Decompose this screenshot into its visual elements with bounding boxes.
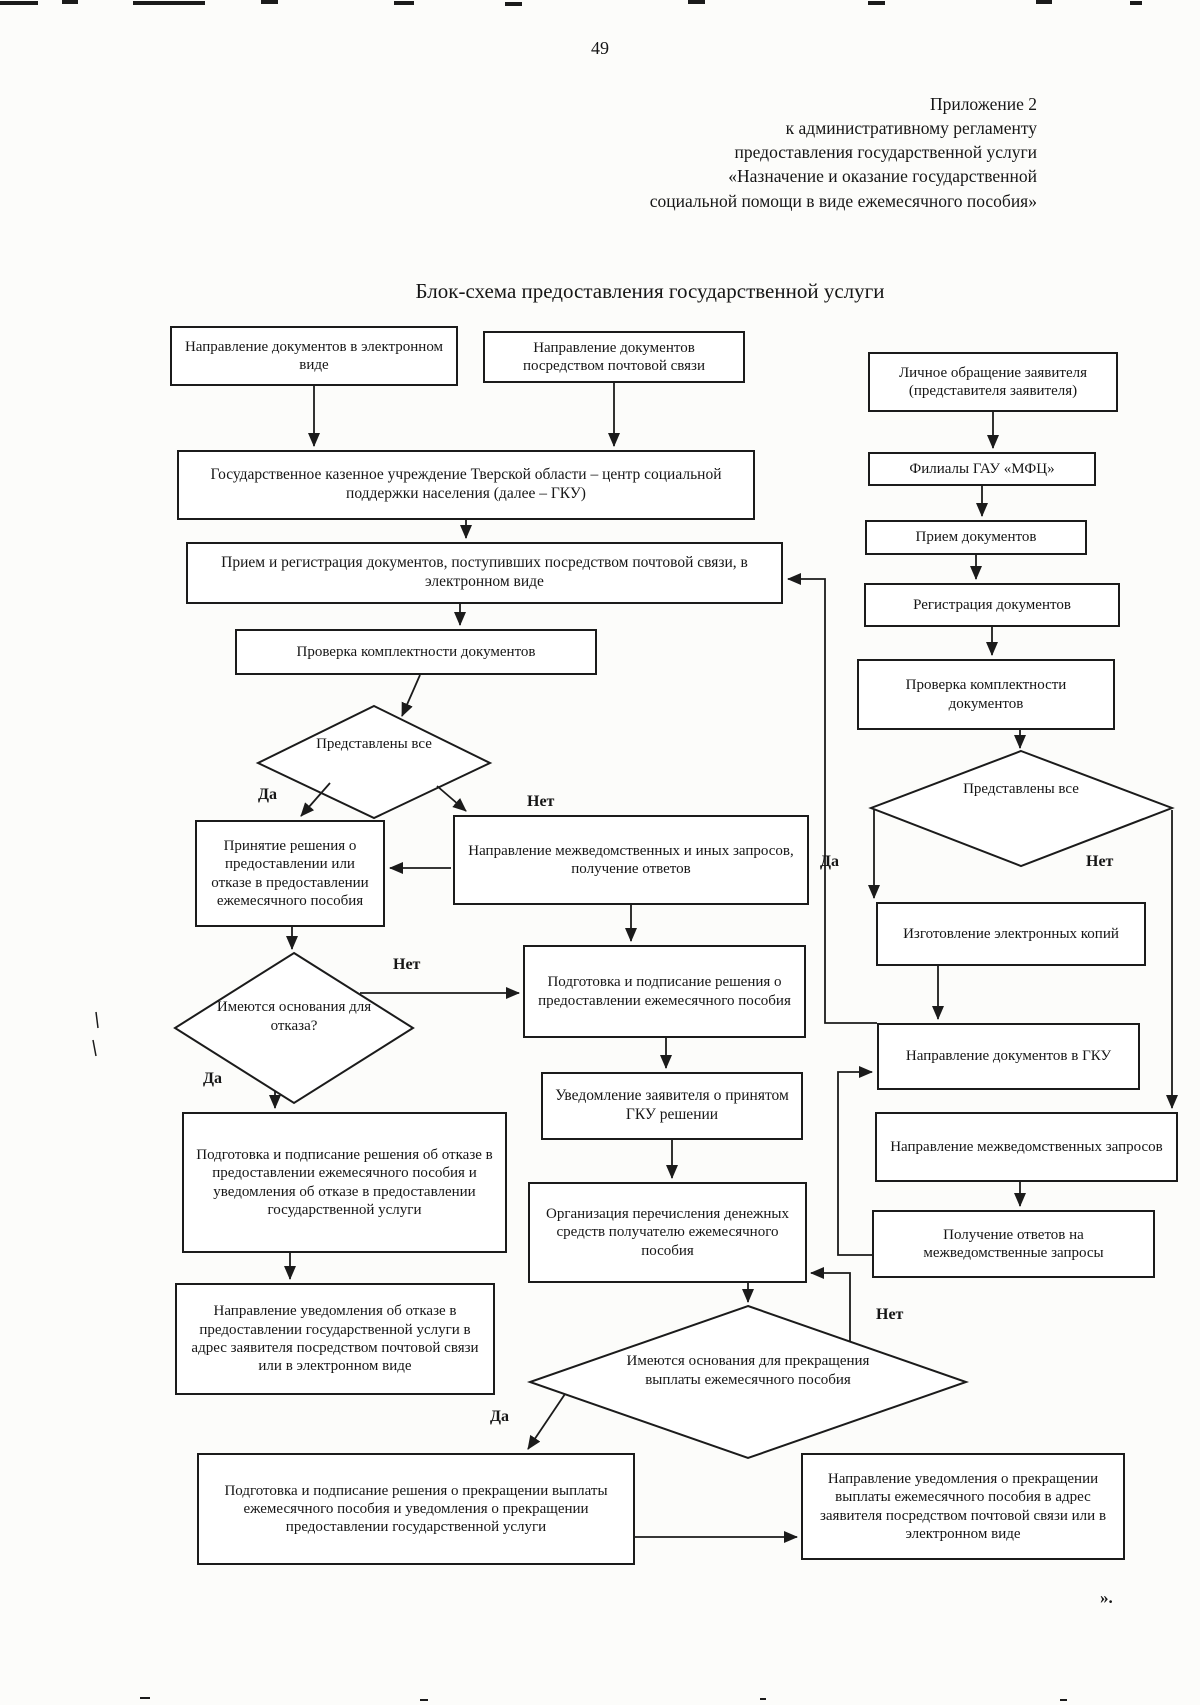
branch-label-no: Нет — [527, 793, 555, 810]
flow-box-mfc-reception: Прием документов — [865, 520, 1087, 555]
flow-box-send-docs-to-gku: Направление документов в ГКУ — [877, 1023, 1140, 1090]
flow-arrows — [269, 383, 1178, 1543]
appendix-header-line: «Назначение и оказание государственной — [728, 166, 1037, 187]
decision-diamond-termination-grounds — [526, 1304, 970, 1460]
flow-box-reception-registration: Прием и регистрация документов, поступив… — [186, 542, 783, 604]
decision-text-mfc-docs-complete: Представлены все — [963, 781, 1079, 797]
flow-box-send-postal: Направление документов посредством почто… — [483, 331, 745, 383]
flow-box-make-electronic-copies: Изготовление электронных копий — [876, 902, 1146, 966]
branch-label-no: Нет — [1086, 853, 1114, 870]
closing-quote-mark: ». — [1100, 1588, 1113, 1607]
flow-box-notify-applicant: Уведомление заявителя о принятом ГКУ реш… — [541, 1072, 803, 1140]
flow-box-mfc-completeness-check: Проверка комплектности документов — [857, 659, 1115, 730]
branch-label-yes: Да — [490, 1408, 510, 1425]
flow-box-gku-center: Государственное казенное учреждение Твер… — [177, 450, 755, 520]
flow-box-personal-visit: Личное обращение заявителя (представител… — [868, 352, 1118, 412]
appendix-header: Приложение 2 к административному регламе… — [397, 92, 1037, 213]
flow-box-prepare-refusal-decision: Подготовка и подписание решения об отказ… — [182, 1112, 507, 1253]
appendix-header-line: Приложение 2 — [929, 94, 1037, 114]
flow-box-send-termination-notice: Направление уведомления о прекращении вы… — [801, 1453, 1125, 1560]
branch-label-yes: Да — [258, 786, 278, 803]
decision-diamond-refusal-grounds — [173, 951, 415, 1105]
decision-diamond-docs-complete — [255, 704, 493, 820]
flow-box-send-electronic: Направление документов в электронном вид… — [170, 326, 458, 386]
branch-label-no: Нет — [876, 1306, 904, 1323]
flow-box-prepare-grant-decision: Подготовка и подписание решения о предос… — [523, 945, 806, 1038]
flow-box-prepare-termination-decision: Подготовка и подписание решения о прекра… — [197, 1453, 635, 1565]
appendix-header-line: к административному регламенту — [785, 118, 1037, 139]
branch-label-yes: Да — [203, 1070, 223, 1087]
decision-diamond-mfc-docs-complete — [868, 749, 1175, 868]
page-number: 49 — [591, 38, 609, 58]
flow-box-organize-transfer: Организация перечисления денежных средст… — [528, 1182, 807, 1283]
decision-text-refusal-grounds: Имеются основания для отказа? — [216, 999, 372, 1034]
flow-box-send-refusal-notice: Направление уведомления об отказе в пред… — [175, 1283, 495, 1395]
branch-label-no: Нет — [393, 956, 421, 973]
flow-box-completeness-check: Проверка комплектности документов — [235, 629, 597, 675]
flow-box-interagency-requests: Направление межведомственных и иных запр… — [453, 815, 809, 905]
flow-box-mfc-registration: Регистрация документов — [864, 583, 1120, 627]
appendix-header-line: социальной помощи в виде ежемесячного по… — [649, 190, 1037, 211]
flow-box-mfc-branches: Филиалы ГАУ «МФЦ» — [868, 452, 1096, 486]
flow-box-decision-grant-refuse: Принятие решения о предоставлении или от… — [195, 820, 385, 927]
decision-text-termination-grounds: Имеются основания для прекращения выплат… — [626, 1353, 870, 1388]
flow-box-send-interagency-requests: Направление межведомственных запросов — [875, 1112, 1178, 1182]
decision-text-docs-complete: Представлены все — [316, 736, 432, 752]
flowchart-title: Блок-схема предоставления государственно… — [415, 279, 885, 303]
branch-label-yes: Да — [820, 853, 840, 870]
appendix-header-line: предоставления государственной услуги — [734, 142, 1037, 163]
flow-box-receive-interagency-answers: Получение ответов на межведомственные за… — [872, 1210, 1155, 1278]
